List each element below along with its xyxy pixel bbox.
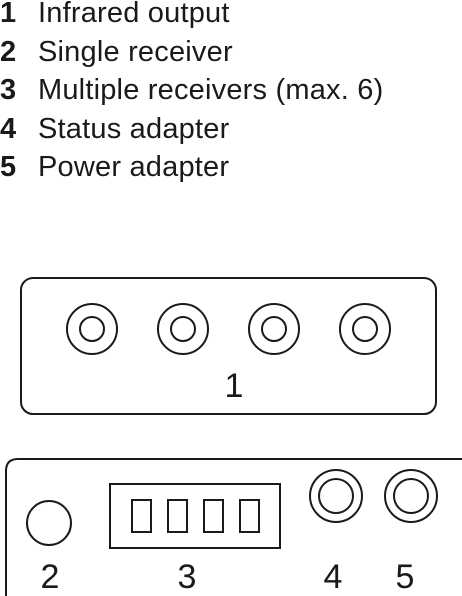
bottom-panel-outline xyxy=(5,458,462,596)
top-panel-label: 1 xyxy=(225,367,244,405)
single-receiver-label: 2 xyxy=(41,558,60,596)
receiver-slot-2 xyxy=(167,499,188,533)
infrared-output-port-3 xyxy=(248,303,300,355)
receiver-slot-4 xyxy=(239,499,260,533)
legend-number: 5 xyxy=(0,151,17,183)
legend-item-power-adapter: 5 Power adapter xyxy=(0,148,383,187)
power-adapter-port xyxy=(384,469,438,523)
legend-item-multiple-receivers: 3 Multiple receivers (max. 6) xyxy=(0,71,383,110)
legend-number: 2 xyxy=(0,35,17,68)
legend-item-single-receiver: 2 Single receiver xyxy=(0,33,383,72)
infrared-output-port-2 xyxy=(157,303,209,355)
top-panel xyxy=(20,277,437,415)
legend-number: 4 xyxy=(0,112,17,145)
receiver-slot-1 xyxy=(131,499,152,533)
top-panel-outline xyxy=(20,277,437,415)
legend-item-infrared-output: 1 Infrared output xyxy=(0,0,383,33)
legend-text: Power adapter xyxy=(38,151,230,183)
legend-text: Status adapter xyxy=(38,112,230,145)
single-receiver-port xyxy=(26,500,72,546)
infrared-output-port-4 xyxy=(339,303,391,355)
infrared-output-port-1 xyxy=(66,303,118,355)
legend-text: Single receiver xyxy=(38,35,233,68)
receiver-slot-3 xyxy=(203,499,224,533)
status-adapter-label: 4 xyxy=(324,558,343,596)
power-adapter-label: 5 xyxy=(396,558,415,596)
legend: 1 Infrared output 2 Single receiver 3 Mu… xyxy=(0,0,383,187)
legend-text: Multiple receivers (max. 6) xyxy=(38,74,384,106)
status-adapter-port xyxy=(309,469,363,523)
bottom-panel xyxy=(5,458,462,596)
multiple-receivers-label: 3 xyxy=(178,558,197,596)
legend-text: Infrared output xyxy=(38,0,230,29)
multiple-receivers-block xyxy=(109,483,281,549)
legend-number: 1 xyxy=(0,0,17,29)
legend-item-status-adapter: 4 Status adapter xyxy=(0,110,383,149)
legend-number: 3 xyxy=(0,74,17,106)
